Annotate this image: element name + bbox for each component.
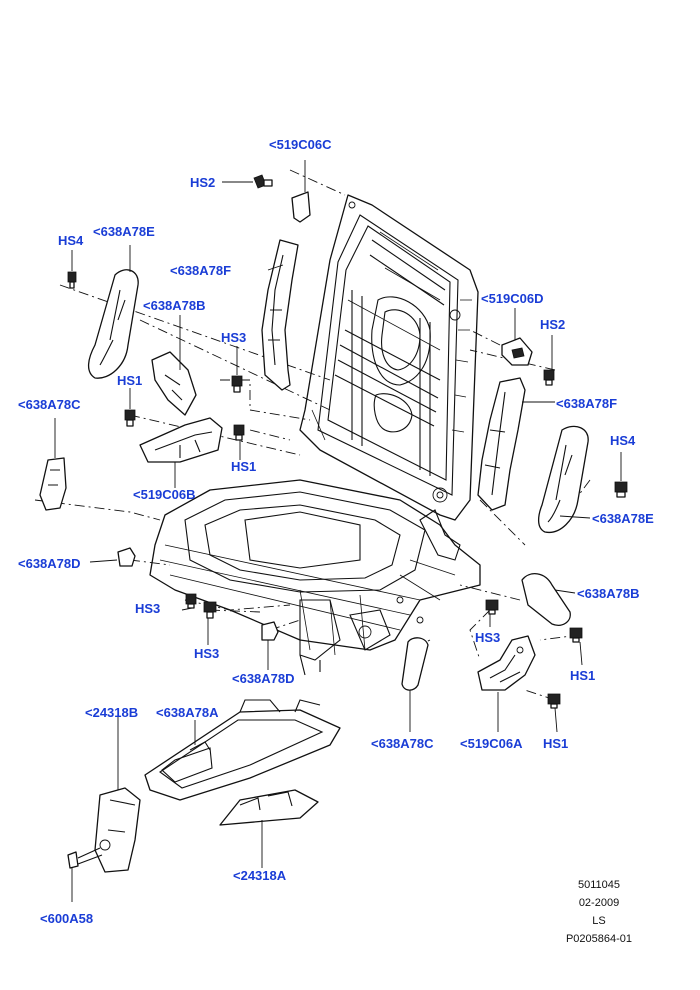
bolt-icon[interactable] (222, 174, 273, 189)
bolt-icon[interactable] (614, 452, 628, 498)
part-519c06d[interactable] (501, 308, 533, 366)
callout-hs2-right[interactable]: HS2 (540, 317, 566, 332)
part-638a78d-left[interactable] (89, 547, 136, 567)
bolt-icon[interactable] (203, 601, 217, 645)
bolt-icon[interactable] (485, 599, 499, 627)
callout-638a78b-left[interactable]: <638A78B (143, 298, 206, 313)
callout-hs3-right[interactable]: HS3 (475, 630, 501, 645)
part-24318b[interactable] (94, 715, 141, 873)
callout-hs2-top[interactable]: HS2 (190, 175, 216, 190)
date-code: 02-2009 (578, 897, 620, 909)
illustration-number: P0205864-01 (565, 933, 633, 945)
callout-600a58[interactable]: <600A58 (40, 911, 94, 926)
callout-hs1-right-b[interactable]: HS1 (543, 736, 569, 751)
callout-638a78f-top[interactable]: <638A78F (170, 263, 232, 278)
callout-hs3-a[interactable]: HS3 (135, 601, 161, 616)
bolt-icon[interactable] (181, 593, 197, 611)
callout-hs1-mid[interactable]: HS1 (231, 459, 257, 474)
callout-638a78b-right[interactable]: <638A78B (577, 586, 640, 601)
bolt-icon[interactable] (67, 847, 103, 902)
callout-519c06a[interactable]: <519C06A (460, 736, 523, 751)
bolt-icon[interactable] (569, 627, 583, 666)
part-638a78a[interactable] (144, 699, 341, 801)
part-638a78f-right[interactable] (477, 377, 555, 511)
part-638a78e-right[interactable] (537, 425, 591, 533)
callout-638a78e-left[interactable]: <638A78E (93, 224, 155, 239)
callout-hs4-left[interactable]: HS4 (58, 233, 84, 248)
callout-638a78c-left[interactable]: <638A78C (18, 397, 81, 412)
callout-638a78f-right[interactable]: <638A78F (556, 396, 618, 411)
callout-24318a[interactable]: <24318A (233, 868, 287, 883)
callout-24318b[interactable]: <24318B (85, 705, 139, 720)
bolt-icon[interactable] (233, 424, 245, 460)
seat-back-frame (299, 194, 479, 521)
callout-638a78d-bottom[interactable]: <638A78D (232, 671, 295, 686)
bolt-icon[interactable] (543, 335, 555, 386)
bolt-icon[interactable] (231, 346, 243, 393)
callout-519c06b[interactable]: <519C06B (133, 487, 196, 502)
part-638a78c-left[interactable] (39, 418, 67, 511)
reference-number: 5011045 (577, 879, 620, 891)
callout-hs1-left[interactable]: HS1 (117, 373, 143, 388)
callout-638a78e-right[interactable]: <638A78E (592, 511, 654, 526)
part-638a78b-left[interactable] (151, 315, 197, 416)
part-519c06c[interactable] (291, 160, 311, 223)
bolt-icon[interactable] (124, 388, 136, 427)
part-638a78b-right[interactable] (521, 573, 576, 626)
callout-519c06d[interactable]: <519C06D (481, 291, 544, 306)
callout-638a78a[interactable]: <638A78A (156, 705, 219, 720)
callout-hs3-top[interactable]: HS3 (221, 330, 247, 345)
bolt-icon[interactable] (547, 693, 561, 733)
callout-hs3-b[interactable]: HS3 (194, 646, 220, 661)
callout-638a78c-bottom[interactable]: <638A78C (371, 736, 434, 751)
callout-638a78d-left[interactable]: <638A78D (18, 556, 81, 571)
seat-cushion-frame (149, 479, 481, 676)
part-638a78f-left[interactable] (261, 239, 299, 391)
part-638a78e-left[interactable] (87, 245, 139, 379)
part-24318a[interactable] (219, 789, 319, 868)
part-519c06a[interactable] (477, 635, 536, 732)
callout-519c06c[interactable]: <519C06C (269, 137, 332, 152)
part-638a78c-bottom[interactable] (401, 637, 429, 732)
part-519c06b[interactable] (139, 417, 223, 488)
bolt-icon[interactable] (67, 250, 77, 289)
model-code: LS (592, 915, 606, 927)
callout-hs4-right[interactable]: HS4 (610, 433, 636, 448)
part-638a78d-bottom[interactable] (261, 621, 279, 670)
callout-hs1-right-a[interactable]: HS1 (570, 668, 596, 683)
